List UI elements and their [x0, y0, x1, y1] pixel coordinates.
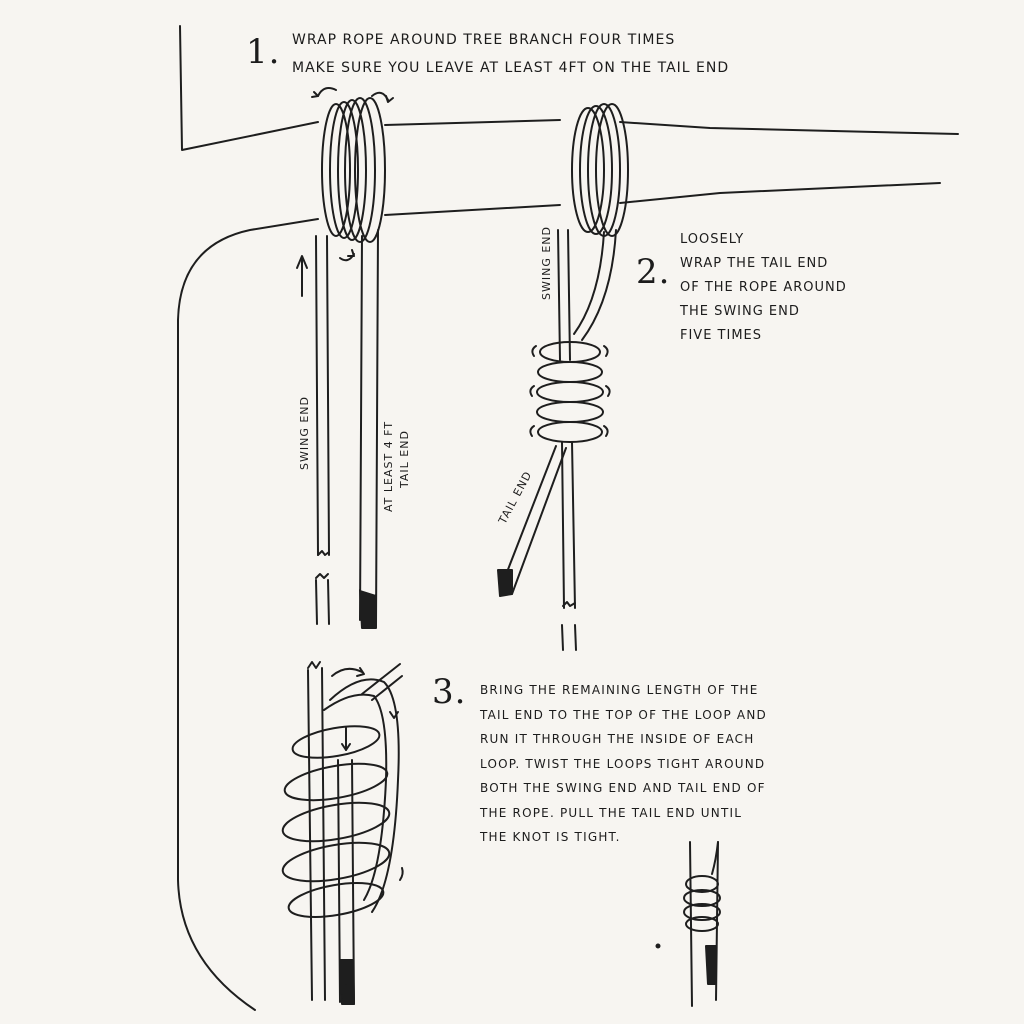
step2-line-4: THE SWING END — [680, 304, 800, 319]
step3-finished-knot — [655, 841, 721, 1007]
step3-line-2: TAIL END TO THE TOP OF THE LOOP AND — [480, 707, 767, 722]
step3-line-3: RUN IT THROUGH THE INSIDE OF EACH — [480, 732, 755, 746]
step2-number: 2. — [636, 252, 671, 292]
step2-line-3: OF THE ROPE AROUND — [680, 280, 847, 295]
step3-line-4: LOOP. TWIST THE LOOPS TIGHT AROUND — [480, 756, 766, 771]
step3-number: 3. — [432, 672, 467, 712]
step3-line-7: THE KNOT IS TIGHT. — [480, 830, 621, 844]
step1-swing-end-label: SWING END — [298, 395, 311, 470]
step2-swing-end-label: SWING END — [540, 225, 553, 300]
step1-rope-ends — [296, 229, 379, 629]
step1-line-1: WRAP ROPE AROUND TREE BRANCH FOUR TIMES — [292, 32, 676, 48]
step1-tail-label-line2: TAIL END — [398, 430, 411, 488]
tree-branch — [177, 25, 959, 1011]
step2-text: LOOSELY WRAP THE TAIL END OF THE ROPE AR… — [680, 228, 847, 348]
step3-text: BRING THE REMAINING LENGTH OF THE TAIL E… — [480, 678, 767, 850]
step3-line-6: THE ROPE. PULL THE TAIL END UNTIL — [480, 805, 743, 820]
step3-knot — [281, 661, 404, 1005]
step1-number: 1. — [246, 32, 281, 72]
step2-rope — [497, 103, 629, 651]
step1-wraps — [311, 87, 394, 262]
step1-tail-label-line1: AT LEAST 4 FT — [382, 420, 395, 512]
step3-line-1: BRING THE REMAINING LENGTH OF THE — [480, 683, 759, 697]
step2-line-5: FIVE TIMES — [680, 328, 763, 343]
step2-line-2: WRAP THE TAIL END — [680, 256, 829, 271]
step1-line-2: MAKE SURE YOU LEAVE AT LEAST 4FT ON THE … — [292, 60, 730, 76]
step2-line-1: LOOSELY — [680, 232, 745, 247]
step3-line-5: BOTH THE SWING END AND TAIL END OF — [480, 781, 766, 795]
